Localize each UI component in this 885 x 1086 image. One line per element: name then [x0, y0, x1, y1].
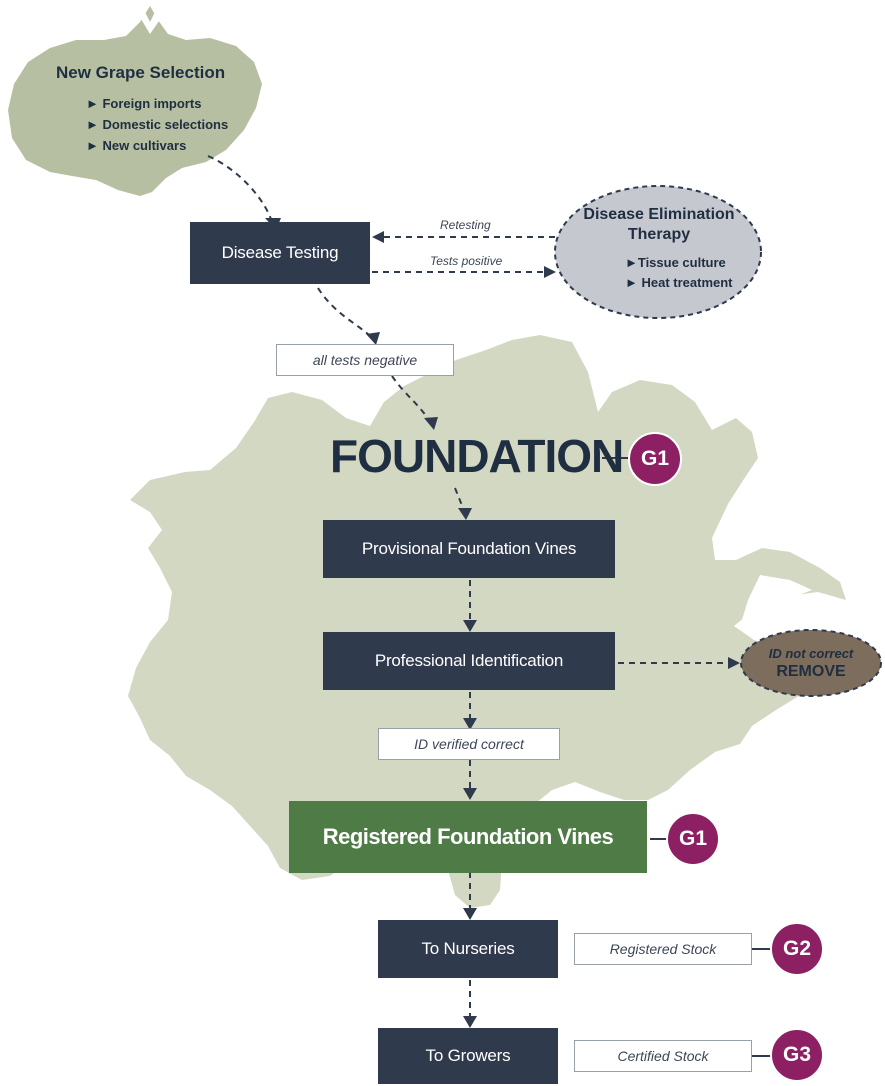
arrowhead — [424, 417, 438, 430]
arrowheads — [265, 218, 740, 1028]
badge-g1-foundation: G1 — [628, 432, 682, 486]
leaf-gap-right — [742, 575, 812, 620]
to-growers-node: To Growers — [378, 1028, 558, 1084]
arrowhead — [544, 266, 556, 278]
small-leaf-notch — [138, 10, 164, 34]
arrowhead — [463, 718, 477, 730]
therapy-title-line1: Disease Elimination — [583, 206, 735, 223]
arrowhead — [463, 1016, 477, 1028]
therapy-item-heat: ► Heat treatment — [625, 275, 733, 290]
remove-ellipse — [740, 629, 882, 697]
selection-item-cultivars: ► New cultivars — [86, 138, 187, 153]
small-grape-leaf-shape — [8, 6, 262, 196]
arrowhead — [463, 788, 477, 800]
foundation-heading: FOUNDATION — [330, 430, 624, 482]
disease-testing-node: Disease Testing — [190, 222, 370, 284]
all-tests-negative-tag: all tests negative — [276, 344, 454, 376]
certified-stock-tag: Certified Stock — [574, 1040, 752, 1072]
to-nurseries-node: To Nurseries — [378, 920, 558, 978]
edge-label-tests-positive: Tests positive — [430, 254, 503, 268]
badge-g1-registered: G1 — [666, 812, 720, 866]
arrowhead — [366, 332, 380, 345]
professional-identification-node: Professional Identification — [323, 632, 615, 690]
badge-g3-growers: G3 — [770, 1028, 824, 1082]
selection-item-domestic: ► Domestic selections — [86, 117, 229, 132]
edge-negative-to-foundation — [391, 375, 431, 423]
arrowhead — [463, 620, 477, 632]
arrowhead — [463, 908, 477, 920]
id-verified-tag: ID verified correct — [378, 728, 560, 760]
therapy-item-tissue: ►Tissue culture — [625, 255, 726, 270]
edge-label-retesting: Retesting — [440, 218, 491, 232]
selection-item-foreign: ► Foreign imports — [86, 96, 202, 111]
therapy-title: Disease Elimination Therapy — [566, 205, 752, 245]
arrowhead — [372, 231, 384, 243]
therapy-ellipse — [554, 185, 762, 319]
edge-testing-to-negative — [317, 287, 373, 339]
registered-foundation-vines-node: Registered Foundation Vines — [289, 801, 647, 873]
provisional-foundation-vines-node: Provisional Foundation Vines — [323, 520, 615, 578]
arrowhead — [458, 508, 472, 520]
remove-line1: ID not correct — [768, 646, 854, 661]
edge-selection-to-testing — [207, 155, 273, 223]
therapy-title-line2: Therapy — [627, 226, 691, 243]
badge-g2-nurseries: G2 — [770, 922, 824, 976]
remove-label: ID not correct REMOVE — [741, 645, 881, 681]
registered-stock-tag: Registered Stock — [574, 933, 752, 965]
selection-title: New Grape Selection — [56, 63, 226, 82]
arrowhead — [728, 657, 740, 669]
remove-line2: REMOVE — [776, 663, 846, 680]
